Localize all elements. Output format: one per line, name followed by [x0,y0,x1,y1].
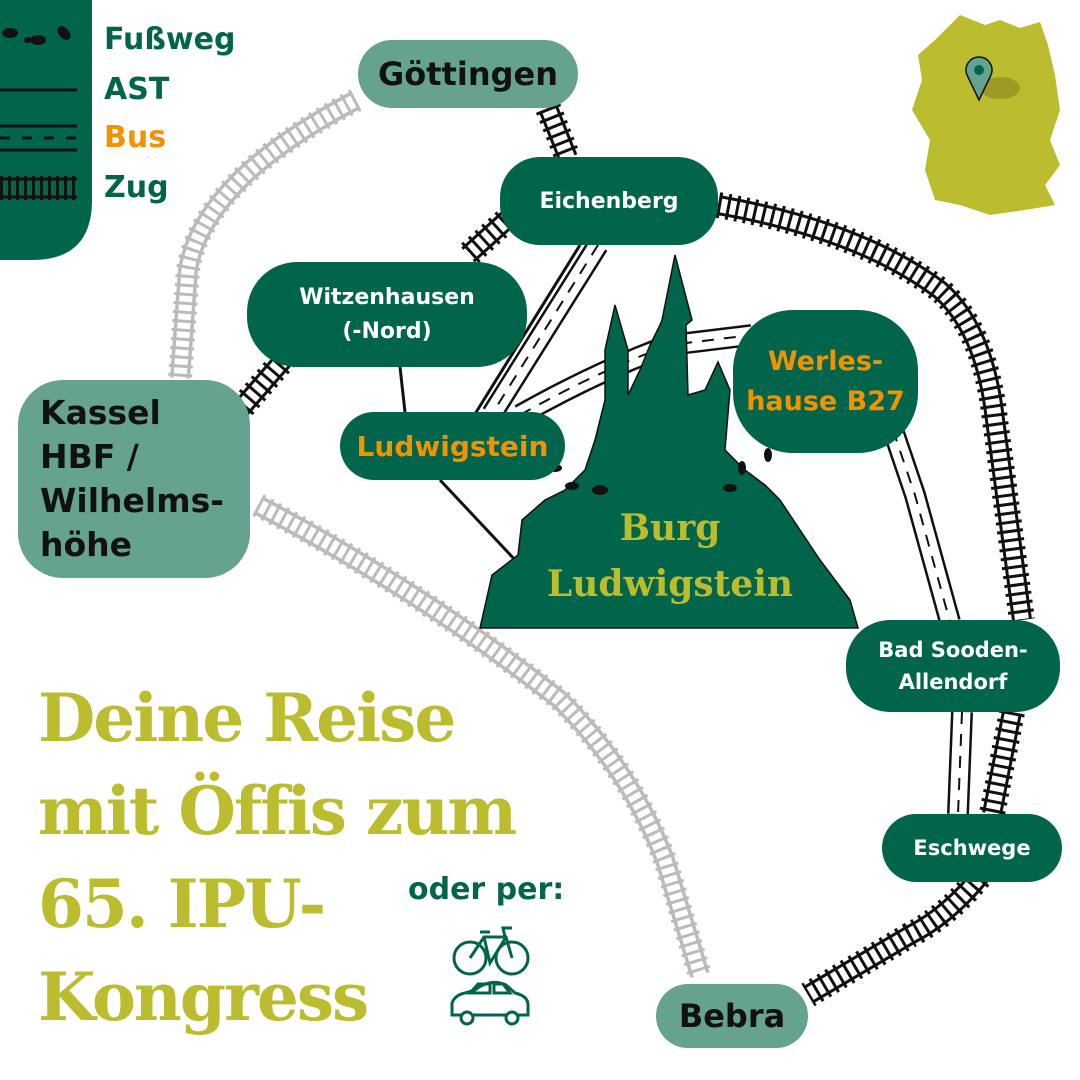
legend-panel [0,0,92,260]
railway-icon [0,176,77,200]
bicycle-icon [452,926,530,976]
bus-roads [482,239,973,815]
station-ludwigstein: Ludwigstein [340,412,565,480]
station-goettingen: Göttingen [358,40,578,108]
legend-bus: Bus [104,120,167,155]
legend-fussweg: Fußweg [104,22,236,57]
black-rails [228,103,1035,1007]
station-bad-sooden-allendorf: Bad Sooden-Allendorf [846,620,1060,712]
alternatives-label: oder per: [408,872,565,907]
rail-goettingen-kassel [168,89,362,379]
station-witzenhausen: Witzenhausen(-Nord) [247,262,527,367]
station-eichenberg: Eichenberg [500,157,718,245]
station-eschwege: Eschwege [882,814,1062,882]
car-icon [450,980,530,1026]
road-icon [0,124,77,152]
location-pin-icon [965,56,993,102]
legend-zug: Zug [104,170,169,205]
station-werleshausen: Werles-hause B27 [733,310,918,453]
germany-map [912,15,1060,215]
rail-kassel-bebra [252,494,712,979]
footprints-icon [2,26,71,45]
castle-illustration [479,254,859,629]
legend-ast: AST [104,72,170,107]
station-bebra: Bebra [656,984,808,1048]
region-highlight [980,77,1020,99]
